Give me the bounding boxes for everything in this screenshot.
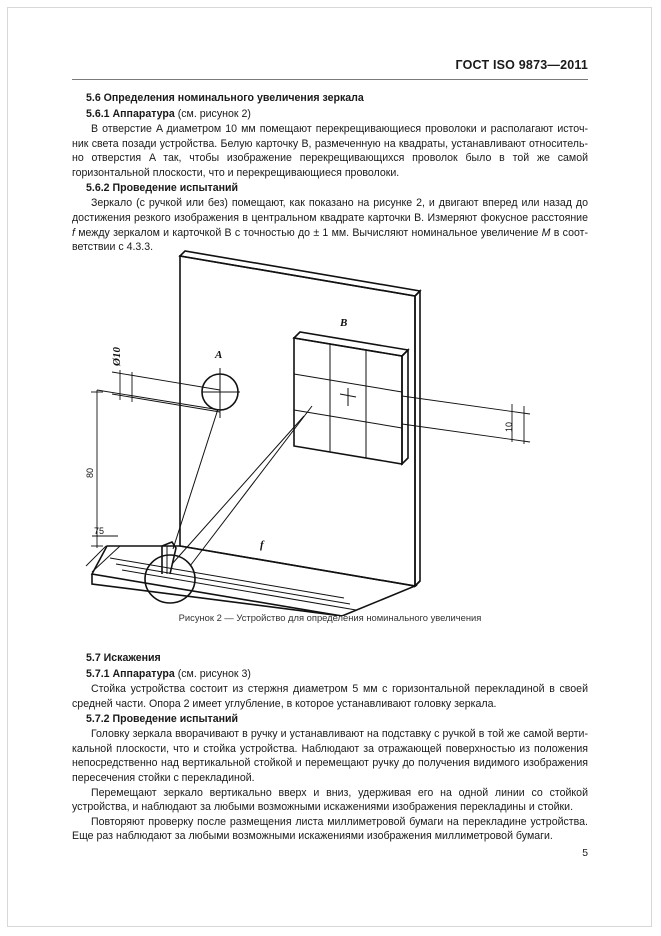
label-height-80: 80 (85, 468, 95, 478)
dimension-base-75 (85, 535, 121, 573)
label-b: B (339, 317, 347, 329)
paragraph-5-6-2-part-1: Зеркало (с ручкой или без) помещают, как… (72, 197, 588, 224)
subheading-5-6-2-label: 5.6.2 Проведение испытаний (86, 182, 239, 195)
label-base-75: 75 (94, 526, 104, 536)
subheading-5-6-1-note: (см. рисунок 2) (177, 108, 251, 120)
subheading-5-7-2-label: 5.7.2 Проведение испытаний (86, 713, 239, 726)
label-diameter-10: Ø10 (111, 347, 123, 367)
section-5-7-block: 5.7 Искажения 5.7.1 Аппаратура (см. рису… (72, 648, 588, 844)
page-header: ГОСТ ISO 9873—2011 (455, 58, 588, 72)
paragraph-5-6-2: Зеркало (с ручкой или без) помещают, как… (72, 196, 588, 254)
heading-5-7: 5.7 Искажения (86, 652, 161, 664)
variable-f: f (72, 226, 75, 239)
header-divider (72, 79, 588, 80)
subheading-5-7-2: 5.7.2 Проведение испытаний (72, 711, 588, 727)
label-f: f (260, 539, 265, 551)
paragraph-5-7-2-b: Перемещают зеркало вертикально вверх и в… (72, 786, 588, 814)
dimension-offset-10 (401, 395, 531, 444)
heading-5-6: 5.6 Определения номинального увеличения … (86, 92, 364, 104)
subheading-5-6-1-label: 5.6.1 Аппаратура (86, 108, 175, 120)
paragraph-5-6-2-part-2: между зеркалом и карточкой B с точностью… (74, 226, 542, 239)
base-plate (90, 545, 421, 616)
mirror-with-handle (144, 541, 196, 604)
variable-m: M (541, 226, 551, 239)
card-b-grid (292, 331, 410, 466)
vertical-panel (178, 250, 422, 588)
subheading-5-7-1: 5.7.1 Аппаратура (см. рисунок 3) (72, 666, 588, 682)
paragraph-5-6-1: В отверстие A диаметром 10 мм помещают п… (72, 123, 588, 179)
paragraph-5-7-2-c: Повторяют проверку после размещения лист… (72, 815, 588, 843)
page-number: 5 (582, 848, 588, 859)
figure-2-apparatus-drawing: A B (72, 246, 588, 616)
label-a: A (214, 349, 222, 361)
subheading-5-7-1-label: 5.7.1 Аппаратура (86, 668, 175, 680)
dimension-diameter-10 (111, 370, 221, 413)
paragraph-5-6-2-part-3: в соот­ветствии с 4.3.3. (72, 226, 588, 254)
figure-2-caption: Рисунок 2 — Устройство для определения н… (178, 612, 482, 623)
focal-distance-rays (171, 405, 313, 567)
paragraph-5-7-1: Стойка устройства состоит из стержня диа… (72, 683, 588, 710)
dimension-height-80 (91, 389, 221, 548)
hole-a-with-crosswires (201, 368, 240, 418)
section-5-6-block: 5.6 Определения номинального увеличения … (72, 88, 588, 255)
subheading-5-6-1: 5.6.1 Аппаратура (см. рисунок 2) (72, 106, 588, 122)
subheading-5-7-1-note: (см. рисунок 3) (177, 668, 251, 680)
subheading-5-6-2: 5.6.2 Проведение испытаний (72, 180, 588, 196)
figure-2-svg: A B (85, 250, 531, 616)
paragraph-5-7-2-a: Головку зеркала вворачивают в ручку и ус… (72, 728, 588, 784)
label-offset-10: 10 (504, 422, 514, 432)
